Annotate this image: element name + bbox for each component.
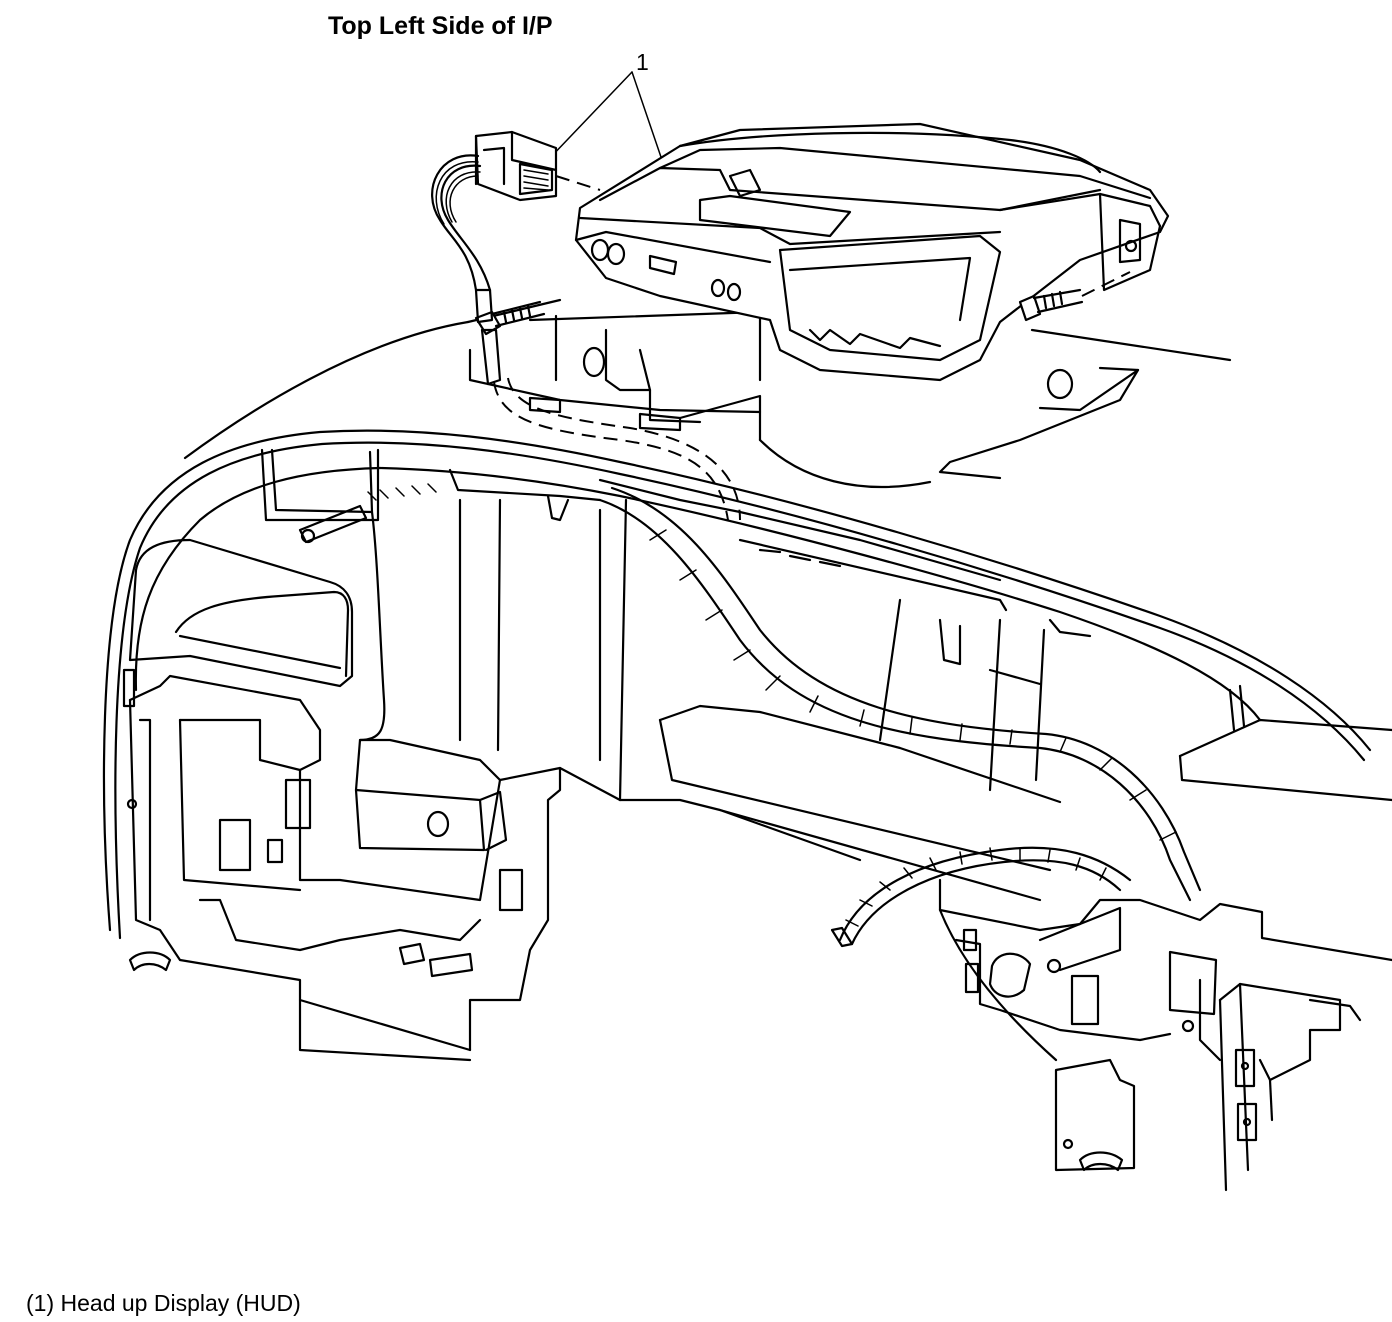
left-vent-recess [128,448,437,742]
upper-panel-surface [183,298,1232,489]
callout-leader-lines [547,71,663,161]
callout-number: 1 [636,49,649,75]
ip-wire-harness [598,486,1202,948]
center-support-structure [448,468,1092,902]
ip-carrier-outer [102,429,1372,940]
mounting-bolt-left [474,300,546,336]
hud-unit [574,122,1170,382]
mounting-bolt-right [1018,271,1131,322]
left-end-bracket [122,668,562,1062]
right-end-bracket [938,684,1392,1192]
diagram-title: Top Left Side of I/P [328,12,553,40]
hud-electrical-connector [474,130,601,202]
figure-caption: (1) Head up Display (HUD) [26,1290,301,1316]
hud-wiring-harness [431,154,741,521]
